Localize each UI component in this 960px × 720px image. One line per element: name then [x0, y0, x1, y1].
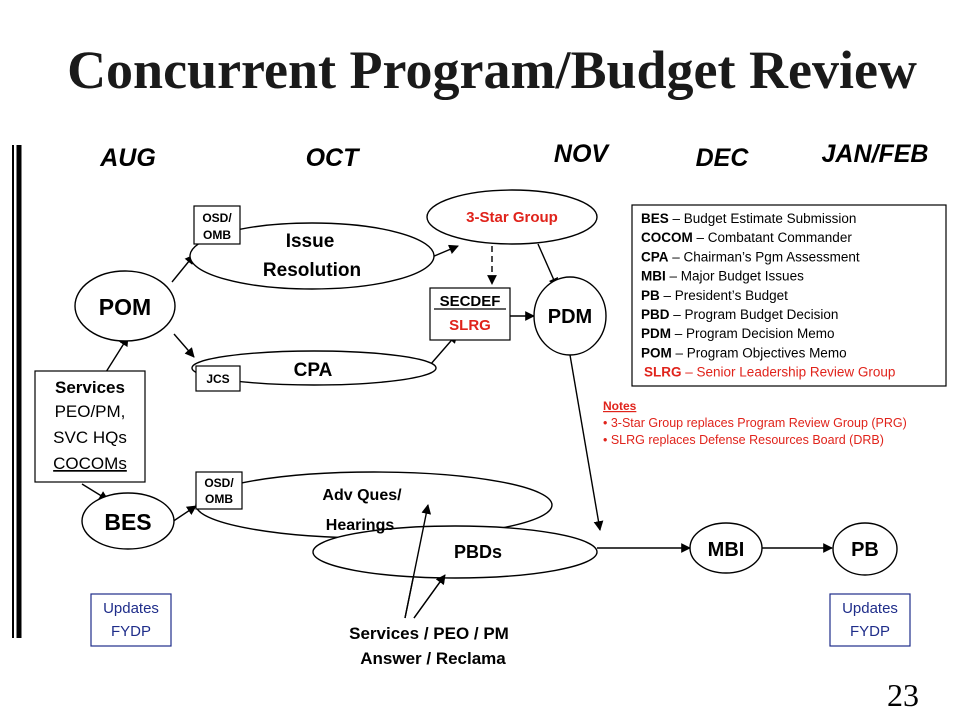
jcs-label: JCS	[206, 372, 229, 386]
legend-row: PDM – Program Decision Memo	[641, 326, 835, 341]
month-aug: AUG	[99, 144, 156, 172]
cpa-label: CPA	[294, 360, 333, 381]
legend-desc: – Major Budget Issues	[666, 269, 804, 284]
osd-omb-bottom-line1: OSD/	[204, 476, 234, 490]
legend-abbr: COCOM	[641, 230, 693, 245]
month-oct: OCT	[306, 144, 362, 172]
services-answer-line1: Services / PEO / PM	[349, 624, 509, 643]
services-line-svchqs: SVC HQs	[53, 428, 127, 447]
adv-ques-line1: Adv Ques/	[322, 487, 402, 504]
arrow-3star-to-pdm	[537, 243, 558, 288]
arrow-pom-to-cpa	[173, 333, 195, 358]
three-star-group-label: 3-Star Group	[466, 209, 558, 226]
arrow-bes-to-adv	[171, 505, 197, 523]
notes-item-1: • 3-Star Group replaces Program Review G…	[603, 416, 907, 430]
legend-row: COCOM – Combatant Commander	[641, 230, 852, 245]
osd-omb-bottom-line2: OMB	[205, 492, 233, 506]
month-nov: NOV	[554, 140, 611, 168]
notes-item-2: • SLRG replaces Defense Resources Board …	[603, 433, 884, 447]
notes-heading: Notes	[603, 399, 637, 413]
pdm-node	[533, 276, 607, 356]
pom-node	[74, 270, 176, 342]
updates-fydp-left-box	[90, 593, 172, 647]
services-box	[34, 370, 146, 483]
services-answer-line2: Answer / Reclama	[360, 649, 506, 668]
arrow-issue-to-3star	[431, 244, 459, 258]
pdm-label: PDM	[548, 306, 592, 328]
legend-row: POM – Program Objectives Memo	[641, 345, 847, 360]
mbi-label: MBI	[708, 539, 745, 561]
page-number: 23	[887, 677, 919, 713]
bes-node	[81, 492, 175, 550]
legend-abbr: PBD	[641, 307, 670, 322]
legend-box	[631, 204, 947, 387]
arrow-services-to-pom	[105, 336, 129, 373]
legend-row: CPA – Chairman’s Pgm Assessment	[641, 249, 860, 264]
legend-desc: – President’s Budget	[660, 288, 788, 303]
month-janfeb: JAN/FEB	[822, 140, 929, 168]
legend-row: MBI – Major Budget Issues	[641, 269, 804, 284]
updates-fydp-right-box	[829, 593, 911, 647]
legend-abbr: SLRG	[644, 365, 682, 380]
legend-abbr: CPA	[641, 249, 669, 264]
osd-omb-top-line1: OSD/	[202, 211, 232, 225]
adv-ques-line2: Hearings	[326, 517, 395, 534]
legend-desc: – Program Decision Memo	[671, 326, 835, 341]
pb-label: PB	[851, 539, 879, 561]
left-border-rule	[12, 145, 22, 638]
legend-abbr: PDM	[641, 326, 671, 341]
legend-row: PB – President’s Budget	[641, 288, 788, 303]
legend-abbr: PB	[641, 288, 660, 303]
legend-row: PBD – Program Budget Decision	[641, 307, 838, 322]
legend-row: SLRG – Senior Leadership Review Group	[644, 365, 895, 380]
legend-desc: – Budget Estimate Submission	[669, 211, 857, 226]
jcs-box	[195, 365, 241, 392]
services-line-peopm: PEO/PM,	[55, 402, 126, 421]
pb-node	[832, 522, 898, 576]
pbds-node	[312, 525, 598, 579]
services-title: Services	[55, 378, 125, 397]
legend-abbr: BES	[641, 211, 669, 226]
mbi-node	[689, 522, 763, 574]
three-star-group-node	[426, 189, 598, 245]
pom-label: POM	[99, 294, 151, 320]
legend-row: BES – Budget Estimate Submission	[641, 211, 856, 226]
secdef-slrg-box	[429, 287, 511, 341]
page-title: Concurrent Program/Budget Review	[67, 40, 917, 100]
legend-desc: – Senior Leadership Review Group	[682, 365, 896, 380]
cpa-node	[191, 350, 437, 386]
services-line-cocoms: COCOMs	[53, 454, 127, 473]
slrg-label: SLRG	[449, 317, 491, 334]
legend-abbr: MBI	[641, 269, 666, 284]
osd-omb-top-line2: OMB	[203, 228, 231, 242]
updates-fydp-left-line2: FYDP	[111, 623, 151, 640]
month-dec: DEC	[696, 144, 750, 172]
updates-fydp-left-line1: Updates	[103, 600, 159, 617]
legend-desc: – Combatant Commander	[693, 230, 853, 245]
legend-desc: – Program Objectives Memo	[672, 345, 847, 360]
issue-resolution-line1: Issue	[286, 231, 335, 252]
updates-fydp-right-line1: Updates	[842, 600, 898, 617]
answer-arrows-top	[404, 504, 446, 619]
bes-label: BES	[104, 509, 151, 535]
issue-resolution-line2: Resolution	[263, 260, 361, 281]
legend-abbr: POM	[641, 345, 672, 360]
legend-desc: – Chairman’s Pgm Assessment	[669, 249, 860, 264]
arrow-pdm-to-pbds	[569, 354, 604, 531]
osd-omb-bottom-box	[195, 471, 243, 510]
osd-omb-top-box	[193, 205, 241, 245]
pbds-label: PBDs	[454, 542, 502, 562]
legend-desc: – Program Budget Decision	[670, 307, 839, 322]
updates-fydp-right-line2: FYDP	[850, 623, 890, 640]
issue-resolution-node	[189, 222, 435, 290]
secdef-label: SECDEF	[440, 293, 501, 310]
